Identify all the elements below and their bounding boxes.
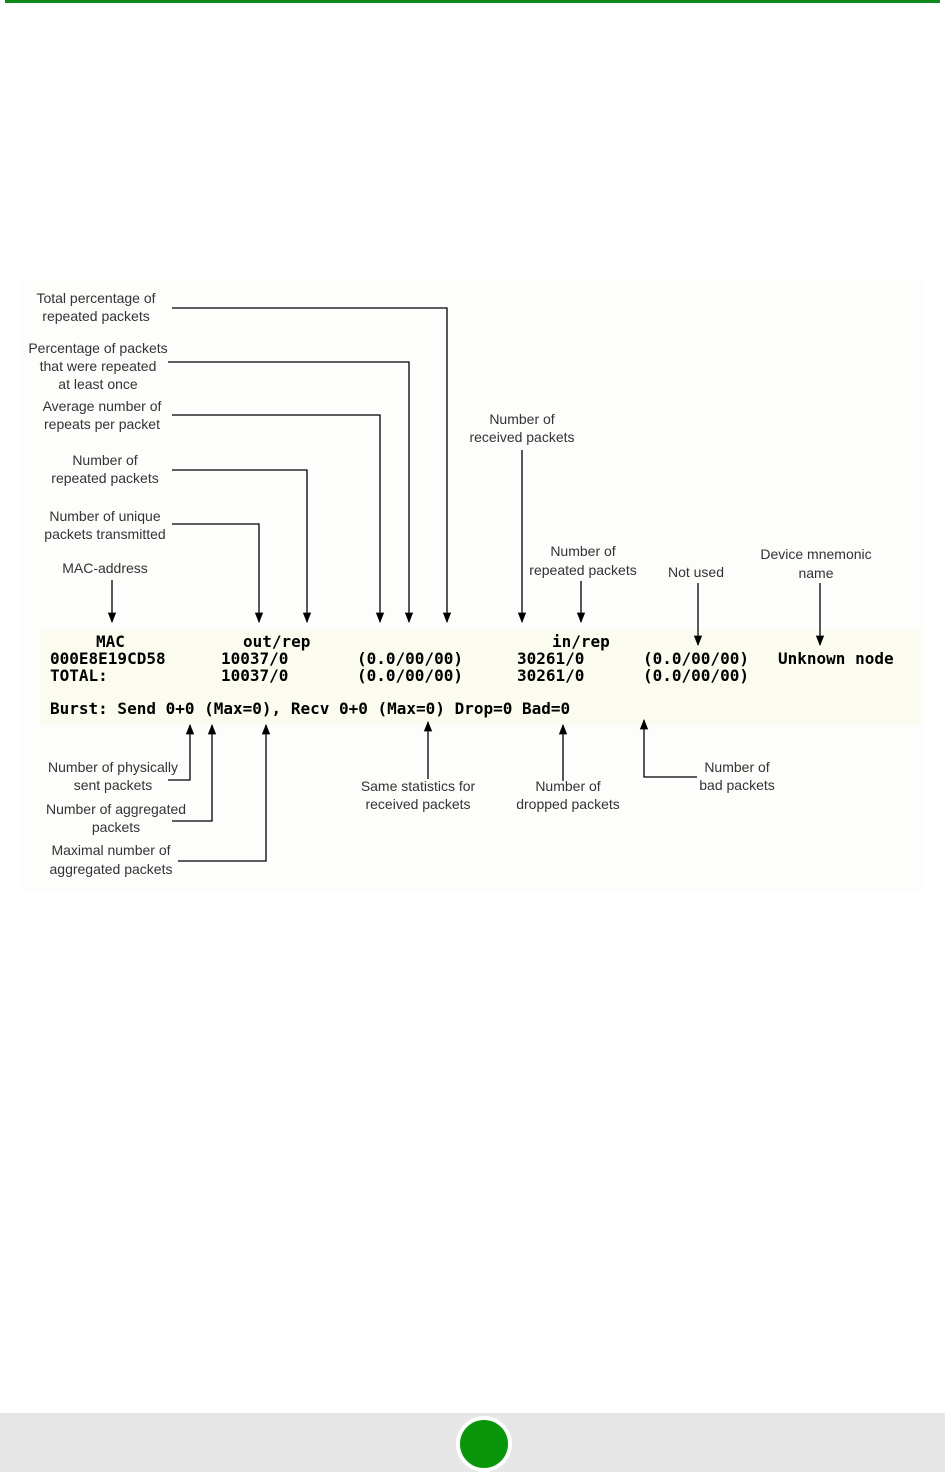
- console-band: [40, 630, 920, 725]
- row2-total: TOTAL:: [50, 666, 108, 685]
- svg-text:Number of: Number of: [550, 543, 615, 559]
- row2-out: 10037/0: [221, 666, 288, 685]
- row1-in: 30261/0: [517, 649, 584, 668]
- svg-text:received packets: received packets: [469, 429, 574, 445]
- svg-text:MAC-address: MAC-address: [62, 560, 148, 576]
- label-max-aggregated: Maximal number of aggregated packets: [50, 842, 173, 877]
- svg-text:Average number of: Average number of: [43, 398, 162, 414]
- label-number-unique: Number of unique packets transmitted: [44, 508, 165, 542]
- top-rule: [5, 0, 940, 3]
- row1-device-name: Unknown node: [778, 649, 894, 668]
- page-badge-icon: [456, 1416, 512, 1472]
- svg-text:aggregated packets: aggregated packets: [50, 861, 173, 877]
- label-percentage-repeated: Percentage of packets that were repeated…: [28, 340, 167, 392]
- svg-text:Total percentage of: Total percentage of: [36, 290, 155, 306]
- svg-text:that were repeated: that were repeated: [40, 358, 157, 374]
- label-device-name: Device mnemonic name: [760, 546, 871, 581]
- label-average-repeats: Average number of repeats per packet: [43, 398, 162, 432]
- arrow-average-repeats: [172, 414, 385, 624]
- arrow-number-unique: [172, 523, 264, 624]
- label-not-used: Not used: [668, 564, 724, 580]
- svg-text:at least once: at least once: [58, 376, 138, 392]
- arrow-percentage-repeated: [168, 361, 414, 624]
- svg-text:Number of: Number of: [489, 411, 554, 427]
- row2-in: 30261/0: [517, 666, 584, 685]
- svg-text:Device mnemonic: Device mnemonic: [760, 546, 871, 562]
- console-output: MAC out/rep in/rep 000E8E19CD58 10037/0 …: [50, 632, 894, 718]
- svg-text:Number of: Number of: [72, 452, 137, 468]
- svg-text:Same statistics for: Same statistics for: [361, 778, 476, 794]
- row1-out-stats: (0.0/00/00): [357, 649, 463, 668]
- burst-line: Burst: Send 0+0 (Max=0), Recv 0+0 (Max=0…: [50, 699, 570, 718]
- svg-text:Maximal number of: Maximal number of: [51, 842, 170, 858]
- label-in-repeated: Number of repeated packets: [529, 543, 636, 578]
- svg-text:packets transmitted: packets transmitted: [44, 526, 165, 542]
- svg-text:bad packets: bad packets: [699, 777, 775, 793]
- label-aggregated: Number of aggregated packets: [46, 801, 186, 835]
- label-same-statistics: Same statistics for received packets: [361, 778, 476, 812]
- arrow-physically-sent: [168, 723, 195, 781]
- screenshot-backdrop: [22, 280, 922, 892]
- row1-out: 10037/0: [221, 649, 288, 668]
- svg-text:repeats per packet: repeats per packet: [44, 416, 160, 432]
- svg-text:Number of aggregated: Number of aggregated: [46, 801, 186, 817]
- label-bad: Number of bad packets: [699, 759, 775, 793]
- arrow-aggregated: [172, 723, 217, 822]
- label-number-received: Number of received packets: [469, 411, 574, 445]
- label-mac-address: MAC-address: [62, 560, 148, 576]
- label-total-percentage: Total percentage of repeated packets: [36, 290, 155, 324]
- arrow-total-percentage: [172, 307, 452, 624]
- svg-text:repeated packets: repeated packets: [529, 562, 636, 578]
- svg-text:packets: packets: [92, 819, 140, 835]
- svg-text:Number of unique: Number of unique: [49, 508, 161, 524]
- svg-text:sent packets: sent packets: [74, 777, 153, 793]
- svg-text:repeated packets: repeated packets: [51, 470, 158, 486]
- row1-mac: 000E8E19CD58: [50, 649, 166, 668]
- svg-text:dropped packets: dropped packets: [516, 796, 620, 812]
- label-dropped: Number of dropped packets: [516, 778, 620, 812]
- svg-text:Not used: Not used: [668, 564, 724, 580]
- svg-text:repeated packets: repeated packets: [42, 308, 149, 324]
- row1-in-stats: (0.0/00/00): [643, 649, 749, 668]
- row2-out-stats: (0.0/00/00): [357, 666, 463, 685]
- svg-text:received packets: received packets: [365, 796, 470, 812]
- svg-text:Number of physically: Number of physically: [48, 759, 178, 775]
- arrow-max-aggregated: [178, 723, 271, 862]
- header-out-rep: out/rep: [243, 632, 310, 651]
- svg-text:name: name: [798, 565, 833, 581]
- label-number-repeated: Number of repeated packets: [51, 452, 158, 486]
- arrow-number-repeated: [172, 469, 312, 624]
- label-physically-sent: Number of physically sent packets: [48, 759, 178, 793]
- header-in-rep: in/rep: [552, 632, 610, 651]
- header-mac: MAC: [96, 632, 125, 651]
- svg-text:Percentage of packets: Percentage of packets: [28, 340, 167, 356]
- arrow-bad: [639, 718, 697, 778]
- svg-text:Number of: Number of: [535, 778, 600, 794]
- row2-in-stats: (0.0/00/00): [643, 666, 749, 685]
- svg-text:Number of: Number of: [704, 759, 769, 775]
